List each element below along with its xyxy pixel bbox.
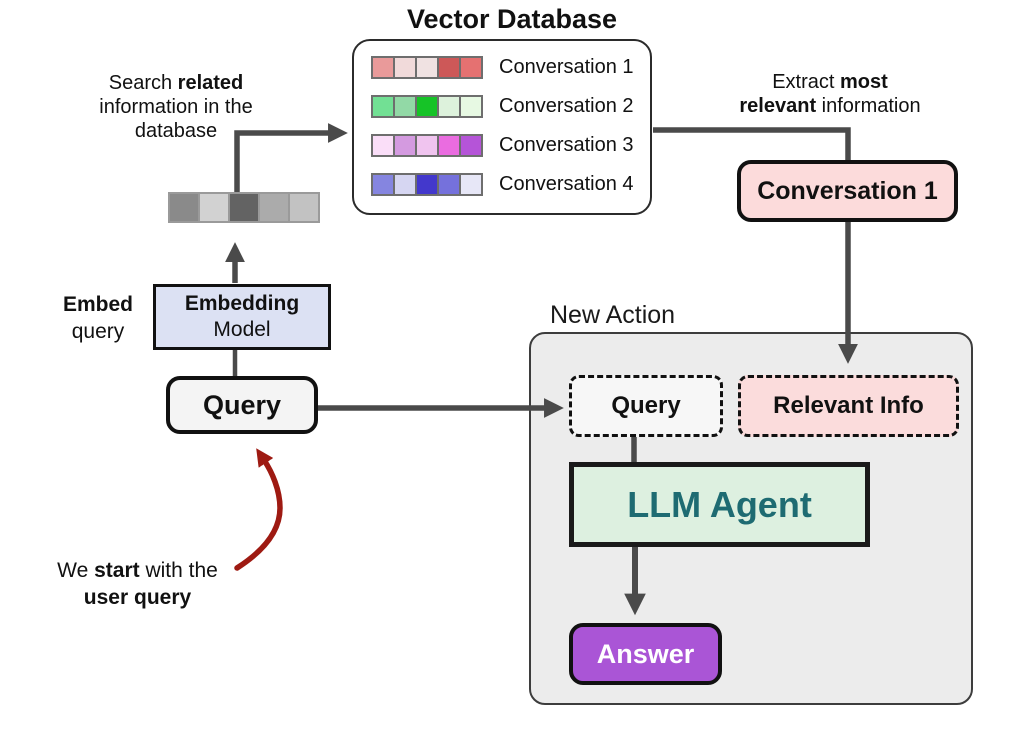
- answer-label: Answer: [596, 638, 695, 669]
- search-related-note: Search related information in the databa…: [70, 71, 282, 143]
- vector-row: Conversation 1: [371, 56, 650, 79]
- conversation-label: Conversation 2: [499, 95, 634, 117]
- start-note-text2: with the: [139, 559, 218, 582]
- dashed-query-label: Query: [611, 392, 681, 419]
- conversation-label: Conversation 1: [499, 56, 634, 78]
- vector-cell: [393, 56, 417, 79]
- new-action-label: New Action: [550, 301, 676, 329]
- relevant-info-box: Relevant Info: [738, 375, 959, 437]
- embedding-model-label-line1: Embedding: [184, 292, 300, 315]
- vector-row: Conversation 3: [371, 134, 650, 157]
- vector-cell: [415, 134, 439, 157]
- vector-cell: [371, 56, 395, 79]
- vector-row: Conversation 4: [371, 173, 650, 196]
- vector-cell: [393, 134, 417, 157]
- query-vector-cell: [228, 192, 260, 223]
- vector-row: Conversation 2: [371, 95, 650, 118]
- query-box-label: Query: [202, 389, 282, 420]
- conversation-label: Conversation 3: [499, 134, 634, 156]
- vector-cell: [459, 173, 483, 196]
- vector-cell: [437, 173, 461, 196]
- dashed-query-box: Query: [569, 375, 723, 437]
- extract-note-text: Extract: [772, 71, 840, 93]
- answer-box: Answer: [569, 623, 722, 685]
- vector-cell: [371, 134, 395, 157]
- vector-database-rows: Conversation 1 Conversation 2 Conversation…: [371, 56, 650, 196]
- vector-database-box: Conversation 1 Conversation 2 Conversation…: [352, 39, 652, 215]
- search-note-line3: database: [134, 120, 218, 142]
- vector-database-title: Vector Database: [406, 4, 618, 34]
- vector-cell: [459, 56, 483, 79]
- vector-cell: [415, 56, 439, 79]
- start-note-bold: start: [94, 559, 140, 582]
- query-box: Query: [166, 376, 318, 434]
- search-note-text: Search: [108, 72, 178, 94]
- embedding-model-label-line2: Model: [213, 318, 271, 341]
- vector-cell: [393, 95, 417, 118]
- search-note-bold: related: [177, 72, 244, 94]
- query-vector-cell: [288, 192, 320, 223]
- vector-cell: [371, 95, 395, 118]
- query-vector-cell: [168, 192, 200, 223]
- vector-cell: [415, 173, 439, 196]
- start-note-line2-bold: user query: [83, 586, 192, 609]
- extract-note-bold1: most: [840, 71, 888, 93]
- search-note-line2: information in the: [99, 96, 253, 118]
- vector-cell: [459, 95, 483, 118]
- embed-note-line2: query: [71, 320, 125, 343]
- vector-cell: [437, 56, 461, 79]
- extract-note-bold2: relevant: [739, 95, 817, 117]
- vector-cell: [459, 134, 483, 157]
- conversation-label: Conversation 4: [499, 173, 634, 195]
- vector-cell: [415, 95, 439, 118]
- start-user-query-note: We start with the user query: [40, 557, 235, 611]
- relevant-info-label: Relevant Info: [773, 392, 924, 419]
- embed-note-bold: Embed: [62, 293, 133, 316]
- conversation1-label: Conversation 1: [757, 176, 938, 205]
- query-embedding-vector: [168, 192, 320, 223]
- vector-cell: [437, 95, 461, 118]
- embedding-model-box: Embedding Model: [153, 284, 331, 350]
- query-vector-cell: [198, 192, 230, 223]
- start-note-text: We: [57, 559, 95, 582]
- conversation1-box: Conversation 1: [737, 160, 958, 222]
- vector-cell: [437, 134, 461, 157]
- embed-query-note: Embed query: [48, 291, 148, 345]
- llm-agent-label: LLM Agent: [627, 483, 812, 525]
- extract-relevant-note: Extract most relevant information: [715, 70, 945, 118]
- llm-agent-box: LLM Agent: [569, 462, 870, 547]
- query-vector-cell: [258, 192, 290, 223]
- extract-note-text2: information: [816, 95, 921, 117]
- vector-cell: [371, 173, 395, 196]
- vector-cell: [393, 173, 417, 196]
- red-curved-arrow: [234, 448, 283, 571]
